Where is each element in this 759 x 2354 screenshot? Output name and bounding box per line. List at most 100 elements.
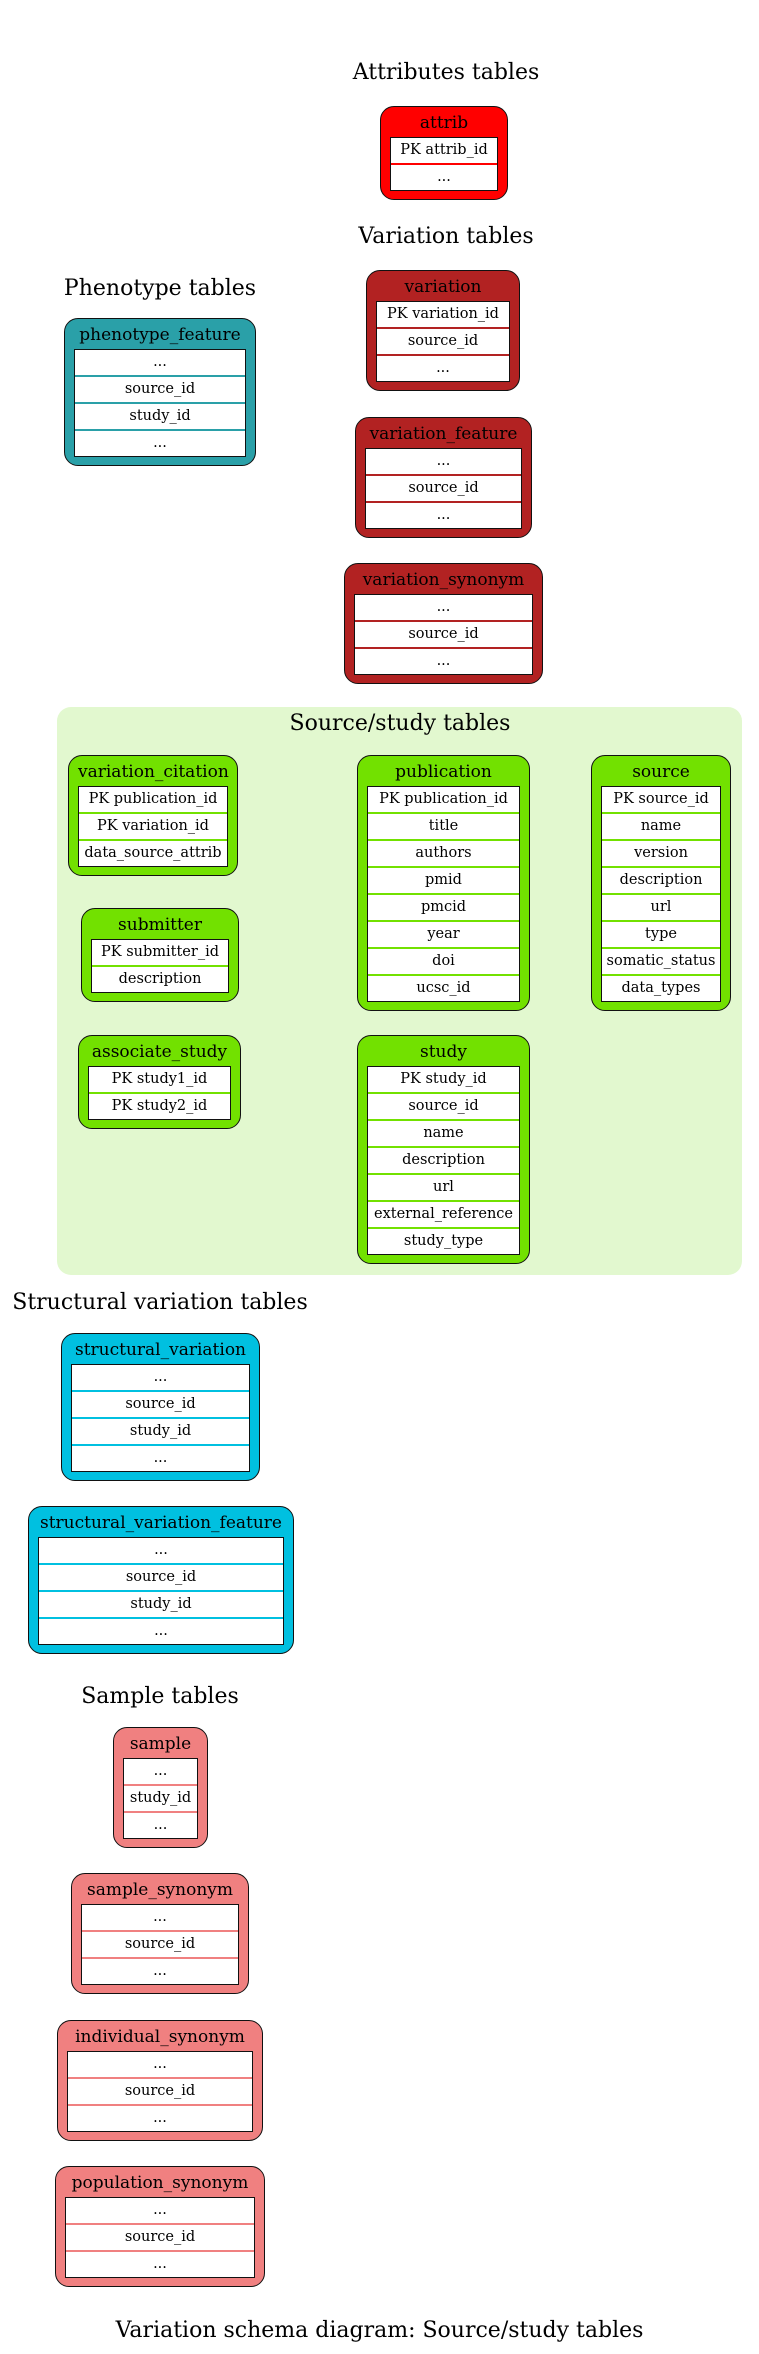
table-title: associate_study bbox=[91, 1042, 228, 1062]
table-row-source-id: source_id bbox=[39, 1563, 283, 1590]
table-row-ellipsis: ... bbox=[75, 429, 245, 456]
group-title-sample: Sample tables bbox=[81, 1684, 239, 1709]
table-row-description: description bbox=[368, 1146, 519, 1173]
table-row-source-id: source_id bbox=[82, 1930, 238, 1957]
table-row-url: url bbox=[368, 1173, 519, 1200]
table-row-source-id: source_id bbox=[75, 375, 245, 402]
table-row-ellipsis: ... bbox=[355, 595, 532, 620]
group-title-attributes: Attributes tables bbox=[352, 60, 540, 85]
table-row-ellipsis: ... bbox=[72, 1444, 249, 1471]
table-row-source-id: source_id bbox=[72, 1390, 249, 1417]
table-row-pk-study1-id: PK study1_id bbox=[89, 1067, 230, 1092]
group-title-variation: Variation tables bbox=[358, 224, 534, 249]
diagram-caption: Variation schema diagram: Source/study t… bbox=[115, 2318, 644, 2343]
table-row-ellipsis: ... bbox=[68, 2104, 252, 2131]
table-row-ellipsis: ... bbox=[366, 449, 521, 474]
table-rows: ...study_id... bbox=[123, 1758, 198, 1839]
table-variation-feature: variation_feature...source_id... bbox=[355, 417, 532, 538]
table-row-pmid: pmid bbox=[368, 866, 519, 893]
table-row-ellipsis: ... bbox=[391, 163, 497, 190]
table-population-synonym: population_synonym...source_id... bbox=[55, 2166, 265, 2287]
table-variation-synonym: variation_synonym...source_id... bbox=[344, 563, 543, 684]
table-row-source-id: source_id bbox=[377, 327, 509, 354]
table-row-source-id: source_id bbox=[368, 1092, 519, 1119]
table-title: structural_variation bbox=[74, 1340, 247, 1360]
table-title: source bbox=[632, 762, 690, 782]
group-title-phenotype: Phenotype tables bbox=[63, 276, 257, 301]
table-row-doi: doi bbox=[368, 947, 519, 974]
table-title: variation_synonym bbox=[362, 570, 525, 590]
table-row-pk-variation-id: PK variation_id bbox=[377, 302, 509, 327]
table-title: variation_feature bbox=[369, 424, 518, 444]
table-row-ellipsis: ... bbox=[366, 501, 521, 528]
table-row-source-id: source_id bbox=[366, 474, 521, 501]
table-title: study bbox=[420, 1042, 467, 1062]
table-attrib: attrib PK attrib_id... bbox=[380, 106, 508, 200]
table-title: attrib bbox=[419, 113, 469, 133]
table-title: phenotype_feature bbox=[79, 325, 241, 345]
table-rows: PK attrib_id... bbox=[390, 137, 498, 191]
table-row-description: description bbox=[92, 965, 228, 992]
table-row-ellipsis: ... bbox=[82, 1957, 238, 1984]
table-row-ellipsis: ... bbox=[66, 2250, 254, 2277]
table-row-ellipsis: ... bbox=[75, 350, 245, 375]
table-row-external-reference: external_reference bbox=[368, 1200, 519, 1227]
table-row-study-id: study_id bbox=[124, 1784, 197, 1811]
table-row-description: description bbox=[602, 866, 720, 893]
table-row-ellipsis: ... bbox=[82, 1905, 238, 1930]
table-row-title: title bbox=[368, 812, 519, 839]
table-row-name: name bbox=[368, 1119, 519, 1146]
table-row-year: year bbox=[368, 920, 519, 947]
table-row-pmcid: pmcid bbox=[368, 893, 519, 920]
table-title: population_synonym bbox=[71, 2173, 249, 2193]
table-rows: ...source_id... bbox=[365, 448, 522, 529]
table-row-study-id: study_id bbox=[39, 1590, 283, 1617]
table-row-pk-variation-id: PK variation_id bbox=[79, 812, 227, 839]
table-row-ellipsis: ... bbox=[39, 1538, 283, 1563]
group-title-source-study: Source/study tables bbox=[289, 711, 511, 736]
table-rows: ...source_id... bbox=[81, 1904, 239, 1985]
table-title: individual_synonym bbox=[75, 2027, 245, 2047]
table-title: structural_variation_feature bbox=[40, 1513, 282, 1533]
table-row-ellipsis: ... bbox=[72, 1365, 249, 1390]
table-sample: sample ...study_id... bbox=[113, 1727, 208, 1848]
table-row-name: name bbox=[602, 812, 720, 839]
table-title: sample_synonym bbox=[86, 1880, 234, 1900]
table-row-pk-source-id: PK source_id bbox=[602, 787, 720, 812]
table-row-source-id: source_id bbox=[355, 620, 532, 647]
table-title: variation_citation bbox=[78, 762, 229, 782]
table-title: publication bbox=[395, 762, 492, 782]
table-row-ellipsis: ... bbox=[377, 354, 509, 381]
table-structural-variation-feature: structural_variation_feature...source_id… bbox=[28, 1506, 294, 1654]
table-row-pk-study-id: PK study_id bbox=[368, 1067, 519, 1092]
table-row-url: url bbox=[602, 893, 720, 920]
group-title-structural-variation: Structural variation tables bbox=[12, 1290, 308, 1315]
table-row-ellipsis: ... bbox=[124, 1759, 197, 1784]
table-row-authors: authors bbox=[368, 839, 519, 866]
table-row-source-id: source_id bbox=[66, 2223, 254, 2250]
table-row-study-id: study_id bbox=[75, 402, 245, 429]
table-row-pk-publication-id: PK publication_id bbox=[368, 787, 519, 812]
table-title: sample bbox=[129, 1734, 192, 1754]
table-row-data-source-attrib: data_source_attrib bbox=[79, 839, 227, 866]
table-row-pk-publication-id: PK publication_id bbox=[79, 787, 227, 812]
table-individual-synonym: individual_synonym...source_id... bbox=[57, 2020, 263, 2141]
table-row-data-types: data_types bbox=[602, 974, 720, 1001]
table-row-ellipsis: ... bbox=[68, 2052, 252, 2077]
table-row-type: type bbox=[602, 920, 720, 947]
